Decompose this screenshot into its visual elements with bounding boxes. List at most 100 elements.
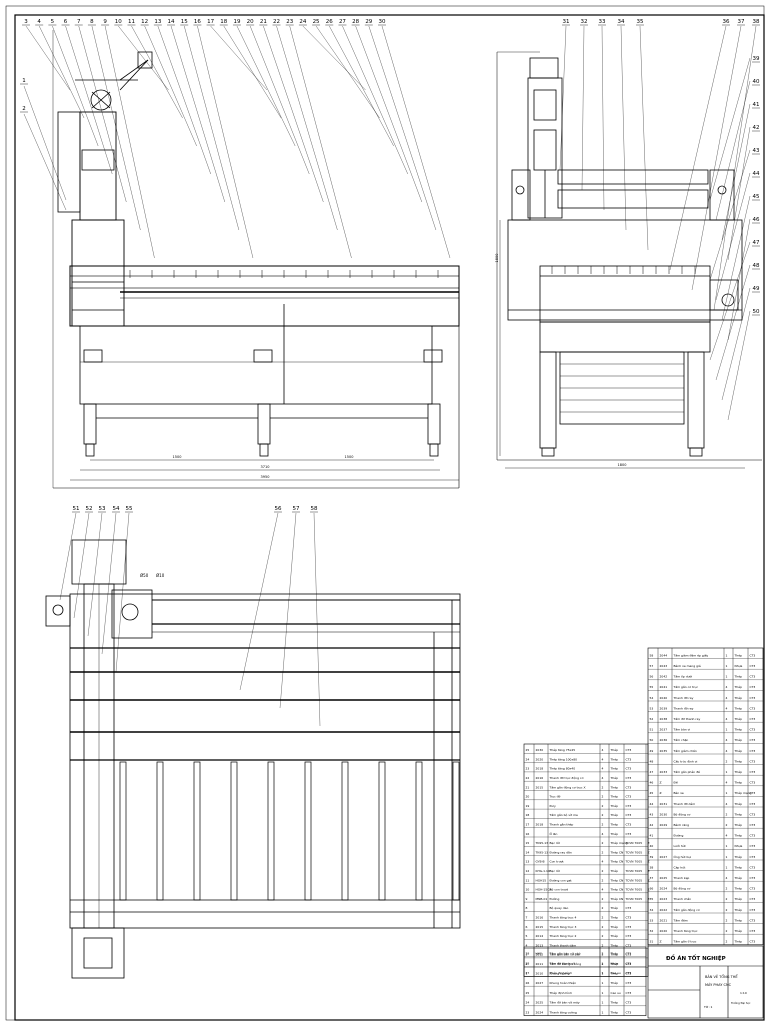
bom-right-cell: CT3 — [750, 738, 756, 742]
bom-right-cell: 2023 — [660, 897, 668, 901]
bom-left-cell: 2013 — [536, 943, 544, 947]
bom-right-cell: CT3 — [750, 728, 756, 732]
bom-right-cell: 41 — [650, 834, 654, 838]
top-callout-58: 58 — [311, 506, 318, 512]
bom-lower-cell: CT3 — [626, 1001, 632, 1005]
bom-right-cell: 2025 — [660, 876, 668, 880]
bom-right-cell: CT3 — [750, 717, 756, 721]
bom-left-cell: Thép — [610, 757, 619, 761]
bom-right-cell: Thép — [734, 897, 743, 901]
bom-right-cell: Thép — [734, 675, 743, 679]
side-right-callout-42: 42 — [753, 125, 760, 131]
bom-left-cell: Thép — [610, 823, 619, 827]
side-right-callout-47: 47 — [753, 240, 760, 246]
bom-right-cell: CT3 — [750, 929, 756, 933]
bom-right-cell: 2027 — [660, 855, 668, 859]
bom-right-cell: 4 — [726, 781, 728, 785]
bom-left-cell: 2 — [602, 916, 604, 920]
front-callout-25: 25 — [313, 19, 320, 25]
bom-right-cell: CT3 — [750, 781, 756, 785]
bom-right-cell: Thép — [734, 717, 743, 721]
bom-right-cell: 1 — [726, 844, 728, 848]
bom-left-cell: 4 — [602, 776, 604, 780]
bom-left-cell: 13 — [526, 860, 530, 864]
bom-left-cell: CT3 — [626, 934, 632, 938]
bom-left-cell: Thanh đỡ trục động cơ — [549, 776, 584, 780]
bom-left-cell: 15 — [526, 841, 530, 845]
front-callout-21: 21 — [260, 19, 267, 25]
bom-lower-cell: HHS — [536, 952, 543, 956]
bom-left-cell: 2 — [602, 785, 604, 789]
front-view-leader-lines — [23, 25, 451, 259]
bom-right-cell: 2 — [726, 812, 728, 816]
bom-lower-cell: 1 — [602, 971, 604, 975]
bom-lower-cell: 1 — [602, 961, 604, 965]
bom-right-cell: CT3 — [750, 685, 756, 689]
bom-right-cell: 4 — [726, 802, 728, 806]
bom-left-cell: 2 — [602, 850, 604, 854]
bom-right-cell: Thép — [734, 653, 743, 657]
bom-lower-cell: Thanh tăng cường — [549, 1010, 577, 1014]
side-right-callout-49: 49 — [753, 286, 760, 292]
bom-left-cell: GYB-B — [536, 860, 545, 864]
bom-left-cell: TCVN 7005 — [625, 897, 643, 901]
bom-right-cell: 56 — [650, 675, 654, 679]
bom-left-cell: 24 — [526, 757, 530, 761]
front-callout-24: 24 — [299, 19, 306, 25]
front-callout-16: 16 — [194, 19, 201, 25]
bom-left-cell: 9 — [526, 897, 528, 901]
bom-left-cell: 1 — [526, 971, 528, 975]
bom-right-cell: CT3 — [750, 706, 756, 710]
bom-lower-cell: Thép — [610, 1010, 619, 1014]
dim-side-height: 1800 — [495, 254, 499, 263]
front-callout-9: 9 — [103, 19, 107, 25]
dim-front-left: 1500 — [173, 455, 182, 459]
side-callout-34: 34 — [618, 19, 625, 25]
side-view-leader-lines — [559, 25, 757, 421]
bom-right-cell: Thép — [734, 759, 743, 763]
bom-right-cell: Tấm gắn động cơ — [673, 907, 700, 912]
bom-lower-cell: Cao su — [611, 991, 621, 995]
side-right-callout-40: 40 — [753, 79, 760, 85]
bom-left-cell: 2012 — [536, 953, 544, 957]
dim-front-overall: 3710 — [261, 465, 270, 469]
side-callout-32: 32 — [581, 19, 588, 25]
bom-left-cell: 6 — [526, 925, 528, 929]
bom-right-cell: Nhựa — [735, 844, 743, 848]
bom-right-cell: Thanh đỡ ray — [673, 706, 694, 710]
bom-right-cell: Thép — [734, 802, 743, 806]
bom-left-cell: Thép mạng — [610, 841, 628, 845]
bom-right-cell: 2 — [726, 918, 728, 922]
title-block — [647, 945, 764, 1019]
bom-right-cell: Cấu trúc định vị — [674, 759, 698, 763]
bom-left-cell: CT3 — [626, 832, 632, 836]
bom-left-cell: 7 — [526, 916, 528, 920]
bom-lower-cell: 2024 — [536, 1010, 544, 1014]
bom-right-cell: Thép — [734, 865, 743, 869]
top-callout-56: 56 — [275, 506, 282, 512]
bom-left-cell: CT3 — [626, 823, 632, 827]
bom-lower-cell: 25 — [526, 991, 530, 995]
bom-right-cell: Tấm đỡ thanh ray — [673, 717, 701, 721]
bom-left-cell: 23 — [526, 767, 530, 771]
bom-right-cell: CT3 — [750, 855, 756, 859]
front-callout-29: 29 — [365, 19, 372, 25]
bom-right-cell: 1 — [726, 770, 728, 774]
bom-right-cell: 4 — [726, 738, 728, 742]
bom-lower-cell: Cao su — [611, 971, 621, 975]
side-right-callout-46: 46 — [753, 217, 760, 223]
bom-lower-cell: CT3 — [626, 971, 632, 975]
bom-left-cell: Thép CN — [610, 860, 624, 864]
bom-left-cell: Thép — [610, 934, 619, 938]
bom-left-cell: 22 — [526, 776, 530, 780]
bom-left-cell: 2 — [602, 943, 604, 947]
bom-right-cell: Bánh răng — [674, 823, 690, 827]
bom-right-cell: Thanh đỡ ray — [673, 696, 694, 700]
bom-right-cell: CT3 — [750, 865, 756, 869]
bom-lower-cell: 28 — [526, 961, 530, 965]
bom-lower-cell: CT3 — [626, 961, 632, 965]
bom-right-cell: 31 — [650, 940, 654, 944]
